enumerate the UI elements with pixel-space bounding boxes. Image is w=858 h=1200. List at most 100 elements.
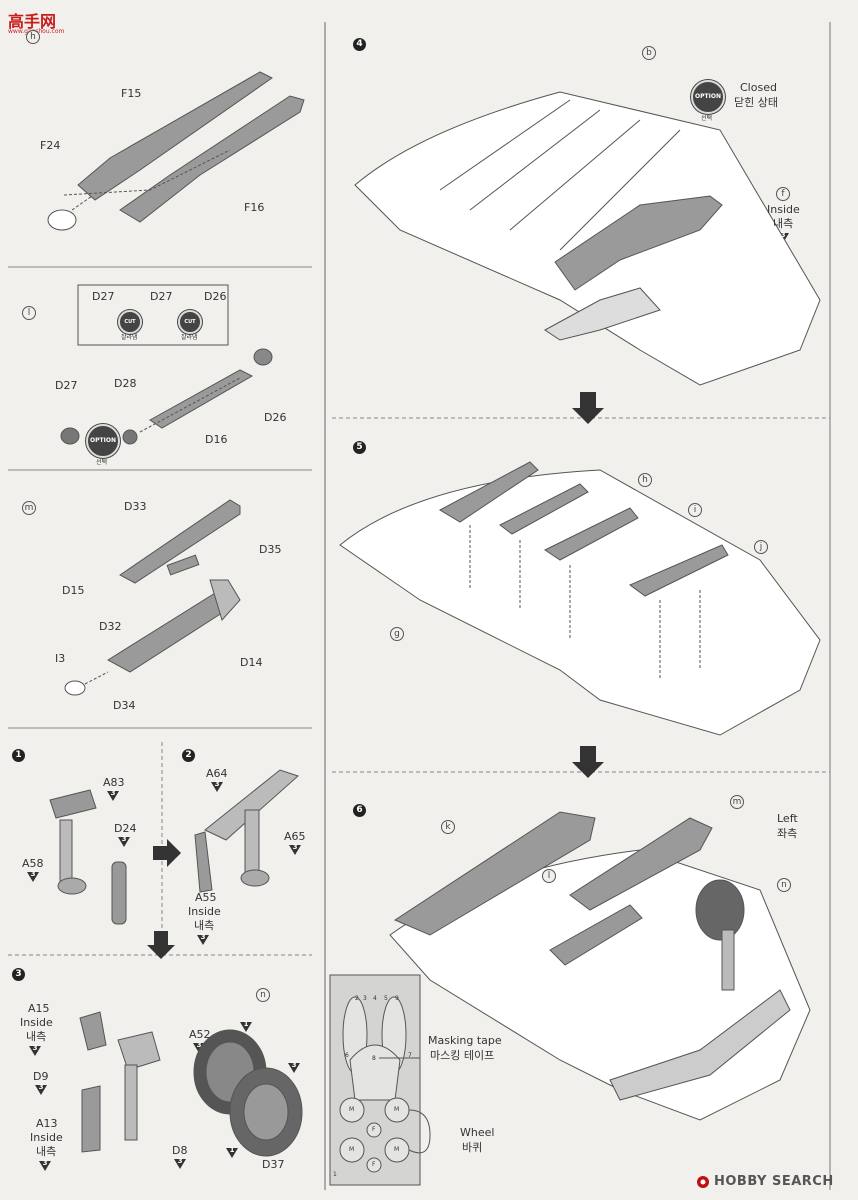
option-sub-l: 선택: [96, 459, 108, 466]
part-A58: A58: [22, 857, 44, 870]
mask-num-M-1: M: [349, 1106, 355, 1113]
part-F24: F24: [40, 139, 61, 152]
part-D35: D35: [259, 543, 282, 556]
panel-h-marker: h: [26, 30, 40, 44]
part-I3: I3: [55, 652, 66, 665]
mask-num-5: 5: [384, 995, 388, 1002]
left-label-ko: 좌측: [777, 827, 798, 840]
mask-num-M-3: M: [349, 1146, 355, 1153]
mask-num-9: 9: [395, 995, 399, 1002]
inside-label-ko-A15: 내측: [26, 1030, 47, 1043]
tag-A65: 3: [289, 843, 301, 855]
watermark-logo-text: 高手网: [8, 12, 57, 31]
step-6-marker-l: l: [542, 869, 556, 883]
option-badge-step4: OPTION: [691, 80, 725, 114]
mask-num-6: 6: [345, 1052, 349, 1059]
cut-badge-1: CUT: [118, 310, 142, 334]
panel-m-marker: m: [22, 501, 36, 515]
mask-num-F-2: F: [372, 1161, 376, 1168]
part-D28: D28: [114, 377, 137, 390]
step-5-marker-h: h: [638, 473, 652, 487]
step-4-marker-b: b: [642, 46, 656, 60]
option-badge-l: OPTION: [86, 424, 120, 458]
step-3-marker: n: [256, 988, 270, 1002]
mask-num-3: 3: [363, 995, 367, 1002]
tag-A58: 3: [27, 870, 39, 882]
part-A13: A13: [36, 1117, 58, 1130]
tag-A83: 3: [107, 789, 119, 801]
part-D26: D26: [264, 411, 287, 424]
step-6-marker-m: m: [730, 795, 744, 809]
closed-label: Closed: [740, 81, 777, 94]
part-D37: D37: [262, 1158, 285, 1171]
callout-part-D27-b: D27: [150, 290, 173, 303]
part-D16: D16: [205, 433, 228, 446]
part-A55: A55: [195, 891, 217, 904]
step-5-marker-j: j: [754, 540, 768, 554]
step-3-number: 3: [12, 968, 25, 981]
step-4-marker-f: f: [776, 187, 790, 201]
part-A83: A83: [103, 776, 125, 789]
step-5-marker-g: g: [390, 627, 404, 641]
callout-part-D26: D26: [204, 290, 227, 303]
inside-label-step4: Inside: [767, 203, 800, 216]
step-2-number: 2: [182, 749, 195, 762]
cut-sub-1: 잘라냄: [121, 334, 138, 341]
tag-wheel-inner: 1: [240, 1020, 252, 1032]
masking-tape-label: Masking tape: [428, 1034, 502, 1047]
cut-badge-2: CUT: [178, 310, 202, 334]
step-6-number: 6: [353, 804, 366, 817]
mask-num-8: 8: [372, 1055, 376, 1062]
tag-D24: 3: [118, 835, 130, 847]
watermark-hobby-search: HOBBY SEARCH: [714, 1174, 834, 1189]
part-D24: D24: [114, 822, 137, 835]
step-4-number: 4: [353, 38, 366, 51]
mask-num-4: 4: [373, 995, 377, 1002]
part-D34: D34: [113, 699, 136, 712]
panel-l-marker: l: [22, 306, 36, 320]
tag-A52: 3: [193, 1041, 205, 1053]
option-sub-step4: 선택: [701, 115, 713, 122]
left-label: Left: [777, 812, 798, 825]
masking-tape-label-ko: 마스킹 테이프: [430, 1049, 495, 1062]
inside-label-ko-step4: 내측: [773, 217, 794, 230]
part-F15: F15: [121, 87, 142, 100]
cut-sub-2: 잘라냄: [181, 334, 198, 341]
tag-wheel-outer: 3: [288, 1061, 300, 1073]
mask-num-M-4: M: [394, 1146, 400, 1153]
wheel-label: Wheel: [460, 1126, 495, 1139]
mask-num-F-1: F: [372, 1126, 376, 1133]
part-D32: D32: [99, 620, 122, 633]
tag-step4: 3: [777, 231, 789, 243]
inside-label-A13: Inside: [30, 1131, 63, 1144]
inside-label-ko-step2: 내측: [194, 919, 215, 932]
step-5-number: 5: [353, 441, 366, 454]
wheel-label-ko: 바퀴: [462, 1141, 483, 1154]
part-D15: D15: [62, 584, 85, 597]
step-6-marker-k: k: [441, 820, 455, 834]
step-5-marker-i: i: [688, 503, 702, 517]
closed-label-ko: 닫힌 상태: [734, 96, 778, 109]
part-D14: D14: [240, 656, 263, 669]
tag-A15: 3: [29, 1044, 41, 1056]
step-6-marker-n: n: [777, 878, 791, 892]
tag-D8: 3: [174, 1157, 186, 1169]
part-F16: F16: [244, 201, 265, 214]
part-A15: A15: [28, 1002, 50, 1015]
inside-label-step2: Inside: [188, 905, 221, 918]
mask-num-2: 2: [355, 995, 359, 1002]
callout-part-D27-a: D27: [92, 290, 115, 303]
part-D9: D9: [33, 1070, 49, 1083]
part-D33: D33: [124, 500, 147, 513]
inside-label-ko-A13: 내측: [36, 1145, 57, 1158]
step-1-number: 1: [12, 749, 25, 762]
part-A65: A65: [284, 830, 306, 843]
tag-A64: 3: [211, 780, 223, 792]
mask-num-7: 7: [408, 1052, 412, 1059]
part-D27: D27: [55, 379, 78, 392]
part-D8: D8: [172, 1144, 188, 1157]
tag-A13: 3: [39, 1159, 51, 1171]
mask-num-M-2: M: [394, 1106, 400, 1113]
